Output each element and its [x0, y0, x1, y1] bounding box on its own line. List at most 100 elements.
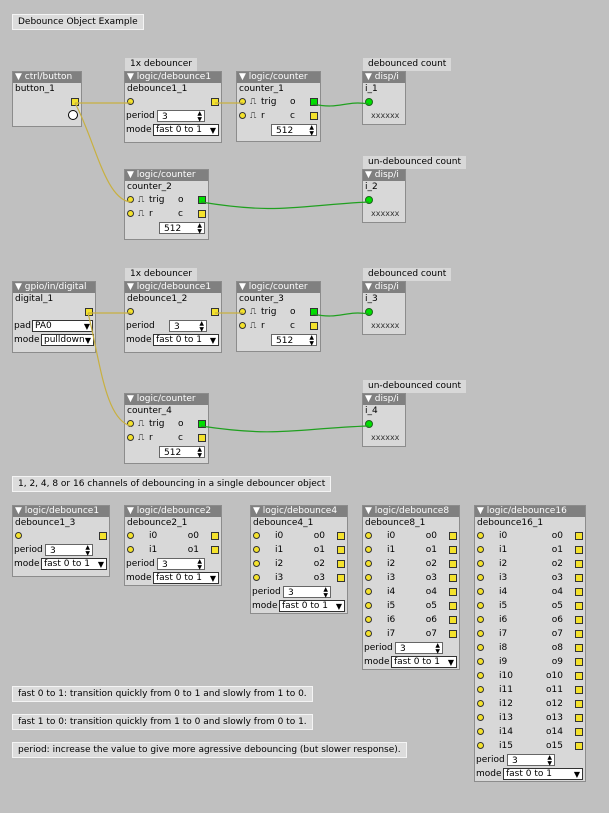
trig-inlet[interactable]	[239, 98, 246, 105]
channel-outlet[interactable]	[449, 616, 457, 624]
counter-outlet[interactable]	[198, 196, 206, 204]
channel-inlet[interactable]	[365, 574, 372, 581]
debounce-inlet[interactable]	[15, 532, 22, 539]
period-stepper[interactable]: 3▲▼	[395, 642, 443, 655]
object-type-label[interactable]: ▼ logic/debounce8	[363, 506, 459, 517]
object-type-label[interactable]: ▼ logic/debounce1	[13, 506, 109, 517]
mode-dropdown[interactable]: fast 0 to 1▼	[503, 768, 583, 780]
channel-outlet[interactable]	[211, 546, 219, 554]
channel-inlet[interactable]	[477, 686, 484, 693]
object-type-label[interactable]: ▼ logic/debounce1	[125, 72, 221, 83]
disp-inlet[interactable]	[365, 98, 373, 106]
channel-outlet[interactable]	[449, 574, 457, 582]
counter-outlet[interactable]	[310, 98, 318, 106]
channel-inlet[interactable]	[365, 602, 372, 609]
carry-outlet[interactable]	[310, 112, 318, 120]
channel-inlet[interactable]	[477, 532, 484, 539]
channel-outlet[interactable]	[337, 546, 345, 554]
channel-inlet[interactable]	[365, 616, 372, 623]
object-type-label[interactable]: ▼ logic/counter	[237, 282, 320, 293]
period-stepper[interactable]: 3▲▼	[45, 544, 93, 557]
object-type-label[interactable]: ▼ logic/counter	[237, 72, 320, 83]
channel-inlet[interactable]	[477, 658, 484, 665]
max-count-stepper[interactable]: 512▲▼	[271, 334, 317, 347]
trig-inlet[interactable]	[127, 196, 134, 203]
channel-outlet[interactable]	[449, 630, 457, 638]
carry-outlet[interactable]	[310, 322, 318, 330]
object-type-label[interactable]: ▼ logic/counter	[125, 170, 208, 181]
gpio-outlet[interactable]	[85, 308, 93, 316]
channel-inlet[interactable]	[477, 728, 484, 735]
channel-outlet[interactable]	[211, 532, 219, 540]
mode-dropdown[interactable]: fast 0 to 1▼	[153, 124, 219, 136]
channel-outlet[interactable]	[337, 532, 345, 540]
period-stepper[interactable]: 3▲▼	[169, 320, 207, 333]
mode-dropdown[interactable]: fast 0 to 1▼	[279, 600, 345, 612]
channel-inlet[interactable]	[365, 630, 372, 637]
channel-outlet[interactable]	[337, 574, 345, 582]
counter-outlet[interactable]	[198, 420, 206, 428]
max-count-stepper[interactable]: 512▲▼	[159, 446, 205, 459]
disp-inlet[interactable]	[365, 196, 373, 204]
channel-outlet[interactable]	[575, 616, 583, 624]
channel-inlet[interactable]	[477, 588, 484, 595]
max-count-stepper[interactable]: 512▲▼	[159, 222, 205, 235]
object-type-label[interactable]: ▼ gpio/in/digital	[13, 282, 95, 293]
button-outlet[interactable]	[71, 98, 79, 106]
channel-inlet[interactable]	[127, 546, 134, 553]
period-stepper[interactable]: 3▲▼	[507, 754, 555, 767]
debounce-outlet[interactable]	[211, 308, 219, 316]
channel-outlet[interactable]	[449, 602, 457, 610]
channel-outlet[interactable]	[449, 532, 457, 540]
debounce1-1-object[interactable]: ▼ logic/debounce1 debounce1_1 period 3▲▼…	[124, 71, 222, 143]
channel-outlet[interactable]	[575, 602, 583, 610]
counter-outlet[interactable]	[310, 308, 318, 316]
max-count-stepper[interactable]: 512▲▼	[271, 124, 317, 137]
channel-inlet[interactable]	[365, 588, 372, 595]
gpio-mode-dropdown[interactable]: pulldown▼	[41, 334, 94, 346]
reset-inlet[interactable]	[127, 210, 134, 217]
channel-outlet[interactable]	[575, 532, 583, 540]
debounce1-2-object[interactable]: ▼ logic/debounce1 debounce1_2 period 3▲▼…	[124, 281, 222, 353]
object-type-label[interactable]: ▼ logic/debounce4	[251, 506, 347, 517]
channel-outlet[interactable]	[575, 588, 583, 596]
channel-inlet[interactable]	[477, 616, 484, 623]
carry-outlet[interactable]	[198, 210, 206, 218]
channel-inlet[interactable]	[477, 714, 484, 721]
disp-inlet[interactable]	[365, 420, 373, 428]
channel-inlet[interactable]	[365, 546, 372, 553]
debounce-outlet[interactable]	[211, 98, 219, 106]
channel-inlet[interactable]	[477, 602, 484, 609]
channel-inlet[interactable]	[477, 672, 484, 679]
object-type-label[interactable]: ▼ logic/debounce2	[125, 506, 221, 517]
period-stepper[interactable]: 3▲▼	[283, 586, 331, 599]
channel-outlet[interactable]	[575, 574, 583, 582]
trig-inlet[interactable]	[239, 308, 246, 315]
object-type-label[interactable]: ▼ disp/i	[363, 394, 405, 405]
debounce1-3-object[interactable]: ▼ logic/debounce1 debounce1_3 period 3▲▼…	[12, 505, 110, 577]
debounce-outlet[interactable]	[99, 532, 107, 540]
object-type-label[interactable]: ▼ logic/counter	[125, 394, 208, 405]
period-stepper[interactable]: 3▲▼	[157, 558, 205, 571]
channel-inlet[interactable]	[365, 560, 372, 567]
channel-outlet[interactable]	[575, 686, 583, 694]
object-type-label[interactable]: ▼ disp/i	[363, 170, 405, 181]
channel-inlet[interactable]	[477, 546, 484, 553]
mode-dropdown[interactable]: fast 0 to 1▼	[41, 558, 107, 570]
trig-inlet[interactable]	[127, 420, 134, 427]
channel-inlet[interactable]	[477, 742, 484, 749]
mode-dropdown[interactable]: fast 0 to 1▼	[391, 656, 457, 668]
channel-inlet[interactable]	[365, 532, 372, 539]
channel-outlet[interactable]	[575, 546, 583, 554]
channel-inlet[interactable]	[253, 546, 260, 553]
channel-inlet[interactable]	[253, 574, 260, 581]
object-type-label[interactable]: ▼ logic/debounce1	[125, 282, 221, 293]
debounce-inlet[interactable]	[127, 98, 134, 105]
